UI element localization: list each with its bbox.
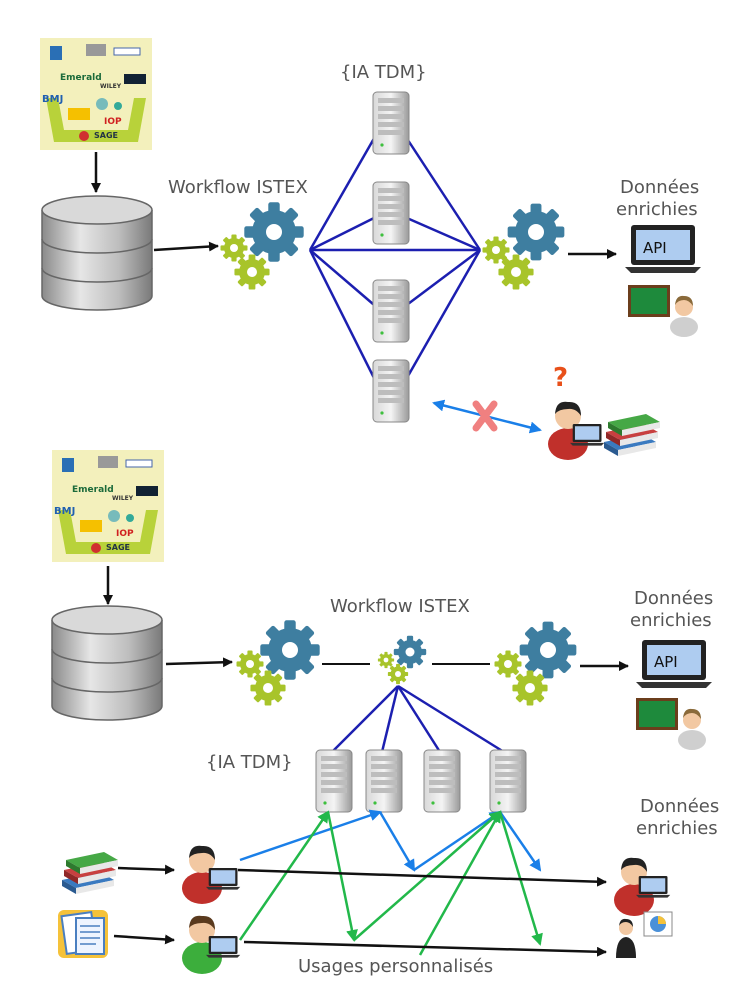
top-section: Workflow ISTEX {IA TDM}: [39, 37, 701, 460]
api-label-bottom: API: [654, 653, 678, 671]
arrow-documents-to-researcher: [113, 934, 175, 945]
documents-icon: [58, 910, 108, 958]
server-icon-2-bottom: [365, 749, 403, 813]
bottom-section: Workflow ISTEX Don: [51, 449, 719, 977]
output-label-2-top: enrichies: [616, 199, 698, 220]
researcher-green-flow-arrows: [238, 810, 543, 956]
server-icon-3-top: [372, 279, 410, 343]
ia-tdm-label-top: {IA TDM}: [340, 62, 427, 83]
arrow-db-to-workflow-top: [153, 241, 219, 252]
blocked-cross-icon: [472, 400, 498, 432]
database-icon-bottom: [51, 605, 163, 721]
output-label-2-bottom: enrichies: [630, 610, 712, 631]
arrow-db-to-workflow-bottom: [165, 657, 233, 668]
publisher-corpus-top: [39, 37, 153, 151]
question-mark-icon: ?: [553, 363, 568, 393]
arrow-red-researcher-to-output: [237, 868, 607, 887]
output2-label-2: enrichies: [636, 818, 718, 839]
server-icon-1-bottom: [315, 749, 353, 813]
classroom-icon-bottom: [636, 698, 706, 750]
gear-icon-workflow-right-top: [482, 203, 565, 290]
arrow-books-to-researcher: [117, 864, 175, 875]
server-icon-2-top: [372, 181, 410, 245]
ia-network-lines-top: [308, 127, 482, 391]
gear-icon-workflow-center-bottom: [377, 635, 427, 685]
output-label-1-top: Données: [620, 177, 699, 198]
classroom-icon-top: [628, 285, 698, 337]
server-icon-3-bottom: [423, 749, 461, 813]
arrow-green-researcher-to-output: [243, 940, 607, 957]
usages-label: Usages personnalisés: [298, 956, 493, 977]
publisher-corpus-bottom: [51, 449, 165, 563]
output2-label-1: Données: [640, 796, 719, 817]
gear-icon-workflow-right-bottom: [494, 621, 577, 706]
gear-icon-workflow-left-top: [220, 202, 304, 290]
gear-icon-workflow-left-bottom: [236, 620, 320, 706]
books-icon-top: [604, 414, 660, 456]
workflow-label-bottom: Workflow ISTEX: [330, 596, 470, 617]
server-icon-1-top: [372, 91, 410, 155]
books-icon-bottom: [62, 852, 118, 894]
server-icon-4-bottom: [489, 749, 527, 813]
ia-tdm-label-bottom: {IA TDM}: [206, 752, 293, 773]
output-label-1-bottom: Données: [634, 588, 713, 609]
server-icon-4-top: [372, 359, 410, 423]
ia-network-lines-bottom: [331, 684, 505, 754]
presenter-icon: [616, 911, 673, 958]
database-icon-top: [41, 195, 153, 311]
api-label-top: API: [643, 239, 667, 257]
workflow-label-top: Workflow ISTEX: [168, 177, 308, 198]
